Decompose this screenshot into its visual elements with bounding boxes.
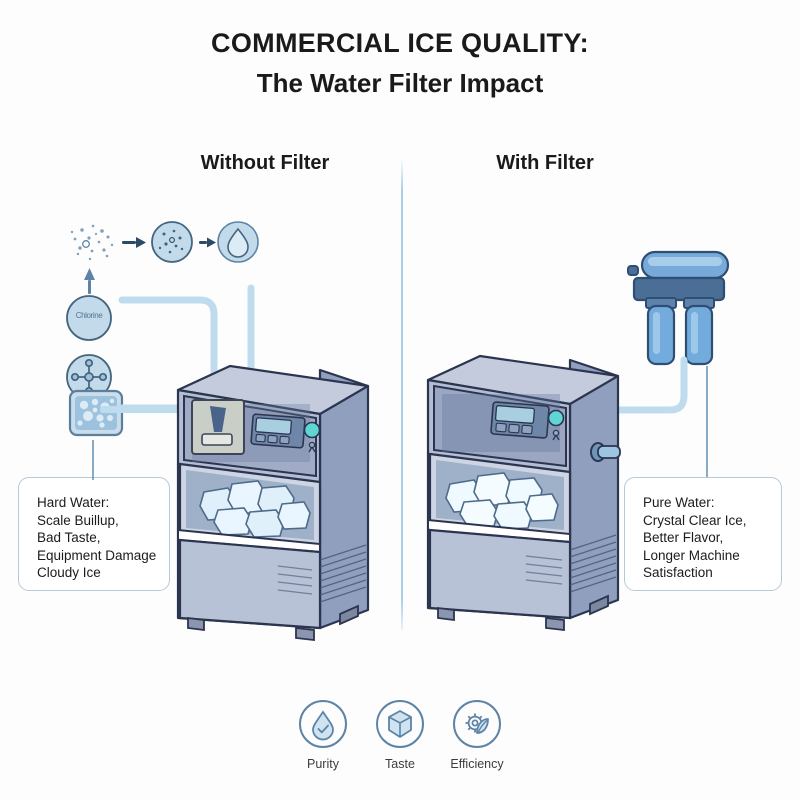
particles-scatter-icon (70, 224, 114, 261)
water-drop-check-icon (299, 700, 347, 748)
callout-hard-water: Hard Water: Scale Buillup, Bad Taste, Eq… (18, 477, 170, 591)
callout-left-connector (88, 440, 98, 480)
callout-left-line1: Hard Water: (37, 495, 110, 510)
flow-arrow-2-icon (199, 237, 216, 248)
contaminated-water-circle-icon (151, 221, 193, 263)
ice-machine-unfiltered (170, 352, 380, 642)
machine-control-panel (250, 413, 321, 453)
column-divider (401, 158, 403, 630)
benefits-row: Purity Taste (292, 700, 508, 771)
water-inlet-module (191, 399, 245, 455)
machine-control-panel (490, 401, 565, 441)
callout-right-line1: Pure Water: (643, 495, 715, 510)
page-title-line1: COMMERCIAL ICE QUALITY: (211, 28, 589, 58)
callout-right-line2: Crystal Clear Ice, (643, 512, 747, 528)
callout-left-line3: Bad Taste, (37, 530, 101, 546)
callout-pure-water: Pure Water: Crystal Clear Ice, Better Fl… (624, 477, 782, 591)
gear-leaf-icon (453, 700, 501, 748)
mineral-molecule-icon (66, 354, 112, 400)
filter-callout-connector (700, 366, 714, 486)
ice-machine-filtered (420, 342, 630, 634)
contamination-flow-diagram (60, 218, 259, 448)
benefit-purity: Purity (292, 700, 354, 771)
flow-arrow-1-icon (122, 237, 146, 248)
benefit-taste-label: Taste (385, 757, 415, 771)
callout-left-line4: Equipment Damage (37, 547, 157, 563)
ice-cube-icon (376, 700, 424, 748)
upward-arrow-icon (84, 268, 95, 294)
benefit-purity-label: Purity (307, 757, 339, 771)
filtered-water-pipe (596, 356, 706, 430)
column-heading-without-filter: Without Filter (200, 152, 330, 174)
callout-right-line3: Better Flavor, (643, 530, 724, 546)
benefit-efficiency-label: Efficiency (450, 757, 504, 771)
column-heading-with-filter: With Filter (496, 152, 594, 174)
callout-left-line2: Scale Buillup, (37, 512, 119, 528)
water-droplet-circle-icon (217, 221, 259, 263)
page-title-line2: The Water Filter Impact (256, 68, 544, 98)
callout-right-line5: Satisfaction (643, 565, 713, 581)
water-inlet-port (590, 442, 621, 462)
benefit-taste: Taste (369, 700, 431, 771)
callout-right-line4: Longer Machine (643, 547, 740, 563)
dual-canister-water-filter (626, 248, 732, 368)
benefit-efficiency: Efficiency (446, 700, 508, 771)
chlorine-label-circle (66, 295, 112, 341)
chlorine-label: Chlorine (75, 311, 103, 320)
callout-left-line5: Cloudy Ice (37, 565, 101, 581)
